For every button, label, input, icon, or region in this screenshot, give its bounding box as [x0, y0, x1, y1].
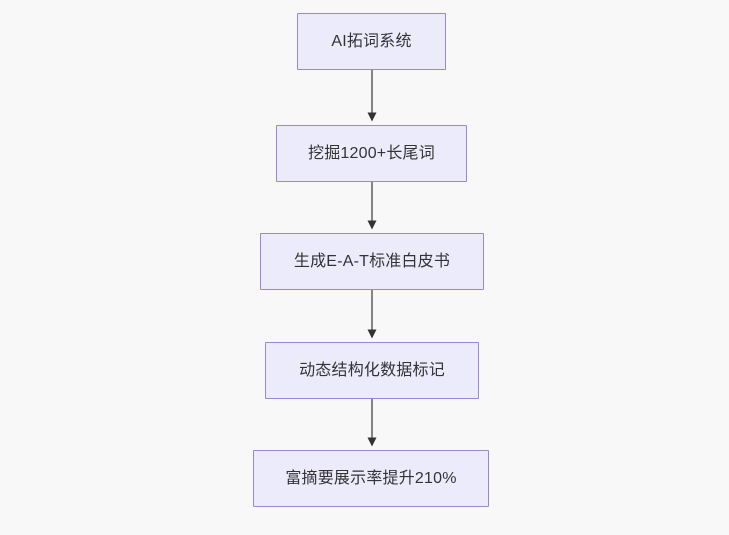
flowchart-node-label: 富摘要展示率提升210% — [285, 469, 457, 487]
flowchart-node-label: 动态结构化数据标记 — [299, 361, 445, 379]
flowchart-node-mine-longtail-keywords[interactable]: 挖掘1200+长尾词 — [276, 125, 467, 182]
flowchart-node-label: 挖掘1200+长尾词 — [308, 144, 435, 162]
flowchart-node-label: 生成E-A-T标准白皮书 — [293, 252, 451, 270]
flowchart-node-dynamic-structured-data-markup[interactable]: 动态结构化数据标记 — [265, 342, 479, 399]
flowchart-node-rich-snippet-rate-increase[interactable]: 富摘要展示率提升210% — [253, 450, 489, 507]
flowchart-node-generate-eat-whitepaper[interactable]: 生成E-A-T标准白皮书 — [260, 233, 484, 290]
flowchart-node-label: AI拓词系统 — [331, 32, 412, 50]
flowchart-node-ai-keyword-system[interactable]: AI拓词系统 — [297, 13, 446, 70]
